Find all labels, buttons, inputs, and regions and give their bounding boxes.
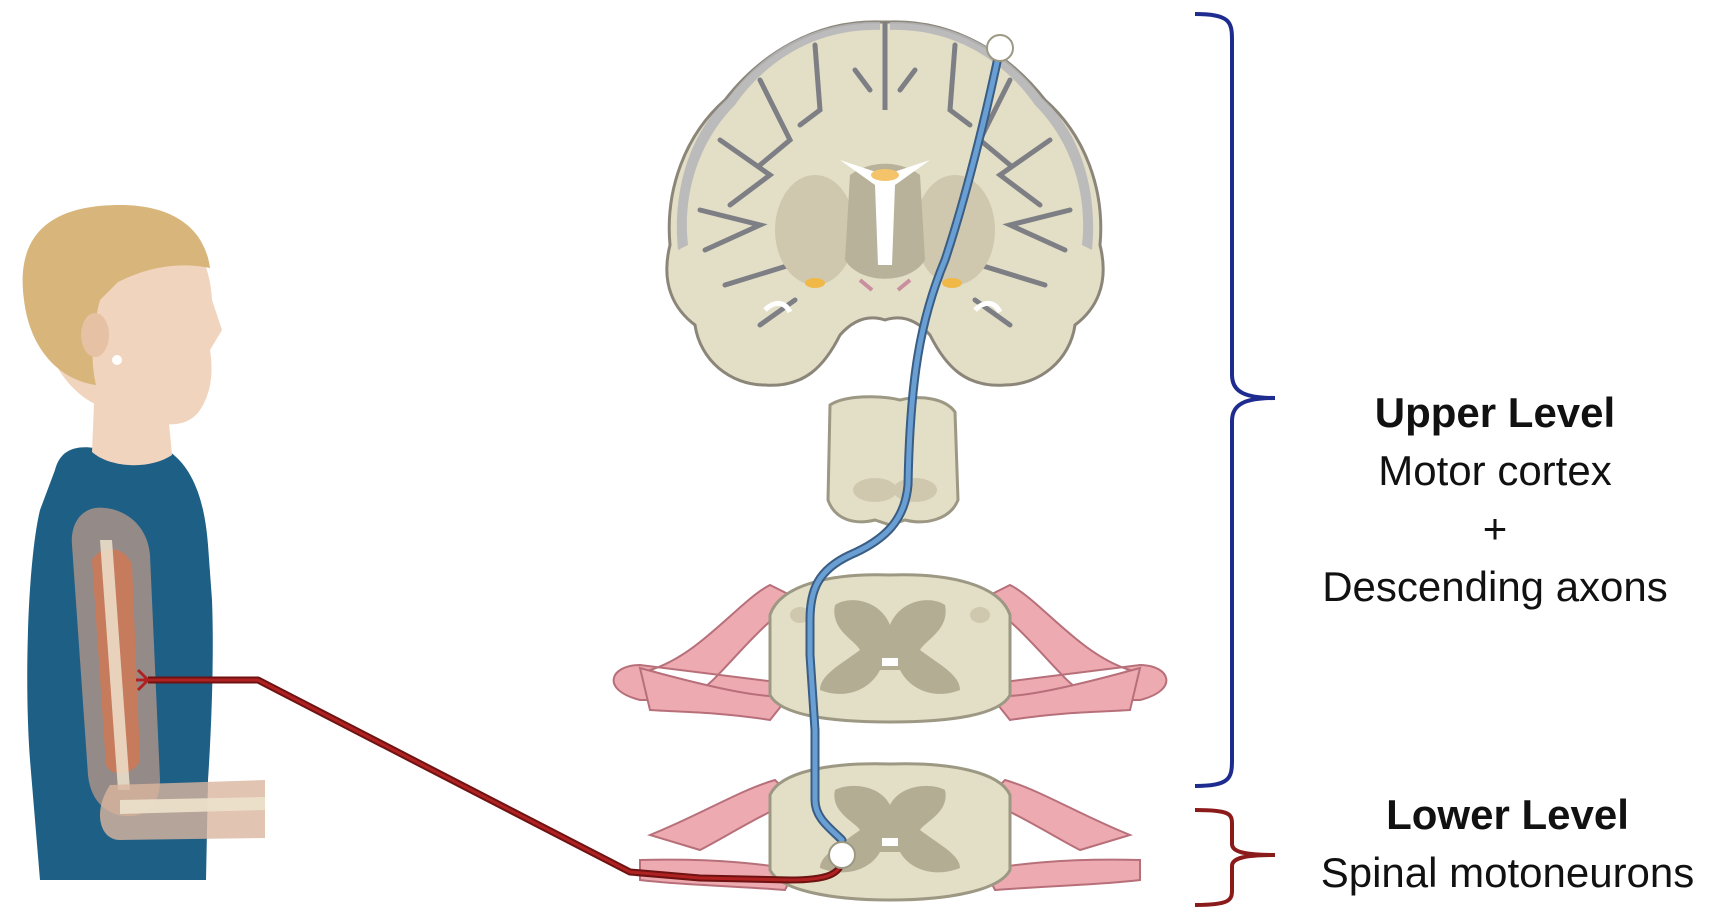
hippocampus-right-marker bbox=[942, 278, 962, 288]
spinal-segment-upper bbox=[614, 575, 1167, 722]
lower-level-label: Lower Level Spinal motoneurons bbox=[1295, 786, 1720, 902]
central-canal-lower bbox=[882, 838, 898, 846]
person-ear bbox=[81, 313, 109, 357]
pyramid-right bbox=[893, 478, 937, 502]
upper-level-label: Upper Level Motor cortex + Descending ax… bbox=[1295, 384, 1695, 616]
basal-ganglia-left bbox=[775, 175, 855, 285]
lower-motor-neuron-soma bbox=[829, 842, 855, 868]
upper-level-line-descending-axons: Descending axons bbox=[1295, 558, 1695, 616]
upper-level-line-plus: + bbox=[1295, 500, 1695, 558]
brainstem-section bbox=[828, 397, 958, 525]
person-earring bbox=[112, 355, 122, 365]
upper-level-line-motor-cortex: Motor cortex bbox=[1295, 442, 1695, 500]
upper-level-heading: Upper Level bbox=[1295, 384, 1695, 442]
hippocampus-left-marker bbox=[805, 278, 825, 288]
lower-level-brace bbox=[1195, 810, 1275, 905]
lower-level-line-spinal-motoneurons: Spinal motoneurons bbox=[1295, 844, 1720, 902]
person-figure bbox=[23, 205, 265, 880]
brainstem-outline bbox=[828, 397, 958, 525]
pyramid-left bbox=[853, 478, 897, 502]
ventricle-yellow bbox=[871, 169, 899, 181]
lower-level-heading: Lower Level bbox=[1295, 786, 1720, 844]
upper-motor-neuron-soma bbox=[987, 35, 1013, 61]
brain-coronal-section bbox=[667, 22, 1103, 385]
lateral-tract-dot-right bbox=[970, 607, 990, 623]
upper-level-brace bbox=[1195, 14, 1275, 786]
central-canal bbox=[882, 658, 898, 666]
